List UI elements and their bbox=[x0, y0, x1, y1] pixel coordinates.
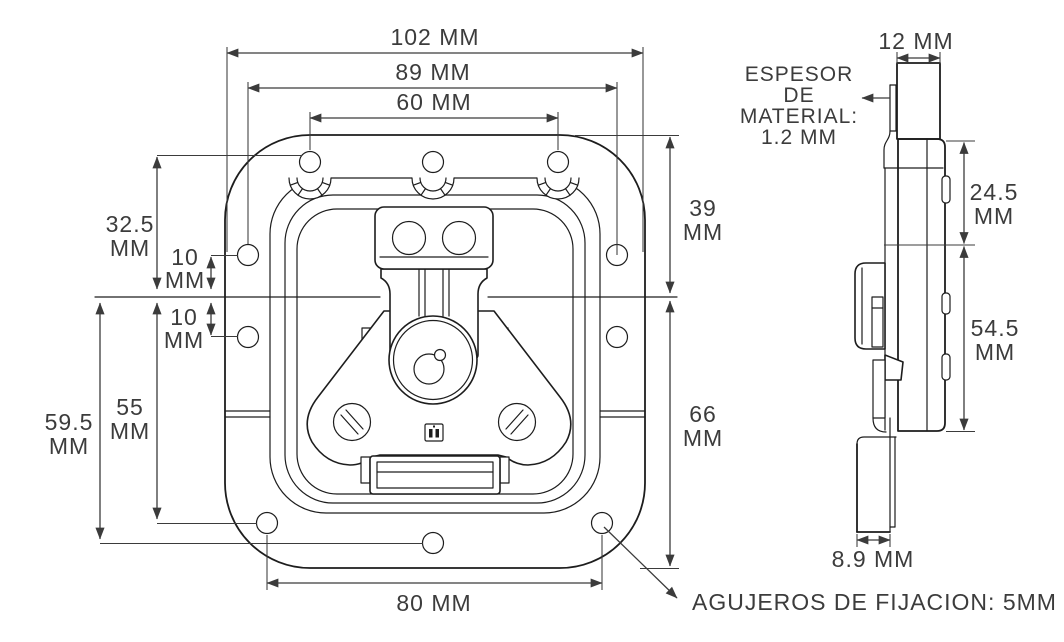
mounting-hole bbox=[421, 150, 445, 174]
latch-bar-tab-left bbox=[360, 456, 371, 484]
dimension-24-5mm: 24.5 MM bbox=[884, 140, 1019, 246]
dimension-66mm: 66 MM bbox=[640, 300, 723, 570]
rivet-right bbox=[497, 402, 537, 442]
bottom-tab-profile bbox=[856, 417, 897, 533]
dim-label-32-5: 32.5 bbox=[106, 211, 155, 237]
dim-unit: MM bbox=[110, 418, 150, 444]
dimension-bottom-hole-span: 80 MM bbox=[266, 535, 603, 616]
dim-label-8-9mm: 8.9 MM bbox=[832, 546, 915, 572]
latch-mechanism bbox=[306, 206, 572, 495]
rivet-left bbox=[332, 402, 372, 442]
keeper-tab bbox=[941, 175, 951, 204]
latch-profile-parts bbox=[854, 262, 904, 433]
dim-label-80mm: 80 MM bbox=[396, 590, 471, 616]
latch-bar-inner bbox=[376, 461, 494, 489]
dimension-top-hole-span: 60 MM bbox=[309, 89, 559, 150]
hook-strip-profile bbox=[872, 359, 886, 419]
drive-recess-notch bbox=[433, 348, 447, 362]
rim-notch bbox=[288, 176, 332, 200]
dimension-side-hole-span: 89 MM bbox=[247, 59, 618, 255]
front-dimensions: 102 MM 89 MM 60 MM 39 MM 66 MM bbox=[45, 24, 1057, 616]
material-callout: ESPESOR DE MATERIAL: 1.2 MM bbox=[740, 63, 890, 149]
cam-step-profile bbox=[884, 354, 904, 381]
dim-label-24-5: 24.5 bbox=[970, 179, 1019, 205]
housing-strap bbox=[418, 268, 450, 317]
dim-label-55: 55 bbox=[116, 394, 144, 420]
mounting-hole bbox=[298, 150, 322, 174]
mounting-hole bbox=[546, 150, 570, 174]
dim-label-10-upper: 10 bbox=[171, 244, 199, 270]
mounting-hole bbox=[236, 325, 260, 349]
dim-label-66: 66 bbox=[689, 401, 717, 427]
dim-unit: MM bbox=[110, 235, 150, 261]
mounting-plate-outline bbox=[224, 134, 646, 569]
dim-unit: MM bbox=[49, 433, 89, 459]
dim-label-59-5: 59.5 bbox=[45, 409, 94, 435]
rim-notch bbox=[411, 176, 455, 200]
latch-bar-tab-right bbox=[499, 456, 510, 484]
side-groove-left bbox=[224, 410, 271, 418]
mounting-hole bbox=[421, 531, 445, 555]
side-view bbox=[854, 62, 951, 533]
dim-label-39: 39 bbox=[689, 195, 717, 221]
keeper-tab bbox=[941, 353, 951, 381]
dim-label-54-5: 54.5 bbox=[971, 315, 1020, 341]
mounting-hole bbox=[605, 325, 629, 349]
dimension-overall-width: 102 MM bbox=[226, 24, 644, 252]
dim-unit: MM bbox=[165, 267, 205, 293]
dim-unit: MM bbox=[164, 327, 204, 353]
dim-label-89mm: 89 MM bbox=[395, 59, 470, 85]
side-groove-right bbox=[599, 410, 646, 418]
leader-arrow bbox=[603, 526, 678, 599]
mounting-holes-callout: AGUJEROS DE FIJACION: 5MM bbox=[603, 526, 1057, 615]
mounting-hole bbox=[590, 511, 614, 535]
mounting-hole bbox=[255, 511, 279, 535]
dish-top-tab bbox=[896, 62, 941, 140]
dimension-59-5mm: 59.5 MM bbox=[45, 302, 423, 545]
latch-bar bbox=[369, 455, 501, 495]
rim-notch bbox=[536, 176, 580, 200]
dim-label-10-lower: 10 bbox=[170, 304, 198, 330]
side-dimensions: 12 MM ESPESOR DE MATERIAL: 1.2 MM 24.5 M… bbox=[740, 28, 1020, 572]
dim-label-60mm: 60 MM bbox=[396, 89, 471, 115]
dim-unit: MM bbox=[974, 203, 1014, 229]
material-note-line3: MATERIAL: bbox=[740, 105, 858, 128]
dimension-32-5mm: 32.5 MM bbox=[106, 154, 302, 290]
dimension-8-9mm: 8.9 MM bbox=[832, 534, 915, 572]
dim-unit: MM bbox=[683, 219, 723, 245]
keeper-tab bbox=[941, 292, 951, 315]
dim-unit: MM bbox=[683, 425, 723, 451]
plate-sheet-profile bbox=[883, 84, 897, 169]
mounting-holes-note: AGUJEROS DE FIJACION: 5MM bbox=[692, 589, 1057, 615]
dimension-55mm: 55 MM bbox=[110, 302, 257, 525]
bracket-hole bbox=[441, 220, 477, 256]
dish-body-profile bbox=[897, 138, 946, 432]
material-note-line1: ESPESOR bbox=[745, 63, 854, 86]
mounting-hole bbox=[236, 243, 260, 267]
dimension-12mm: 12 MM bbox=[878, 28, 953, 64]
dim-label-102mm: 102 MM bbox=[390, 24, 479, 50]
dim-label-12mm: 12 MM bbox=[878, 28, 953, 54]
dimension-39mm: 39 MM bbox=[575, 134, 723, 294]
dimension-54-5mm: 54.5 MM bbox=[946, 245, 1020, 433]
dimension-10mm-upper: 10 MM bbox=[165, 244, 238, 293]
brand-mark bbox=[424, 423, 444, 442]
dim-unit: MM bbox=[975, 339, 1015, 365]
material-note-line2: DE bbox=[783, 84, 814, 107]
drive-recess bbox=[413, 353, 445, 385]
front-view bbox=[94, 134, 678, 569]
dimension-10mm-lower: 10 MM bbox=[164, 302, 238, 353]
bracket-hole bbox=[391, 220, 427, 256]
material-note-line4: 1.2 MM bbox=[761, 126, 837, 149]
